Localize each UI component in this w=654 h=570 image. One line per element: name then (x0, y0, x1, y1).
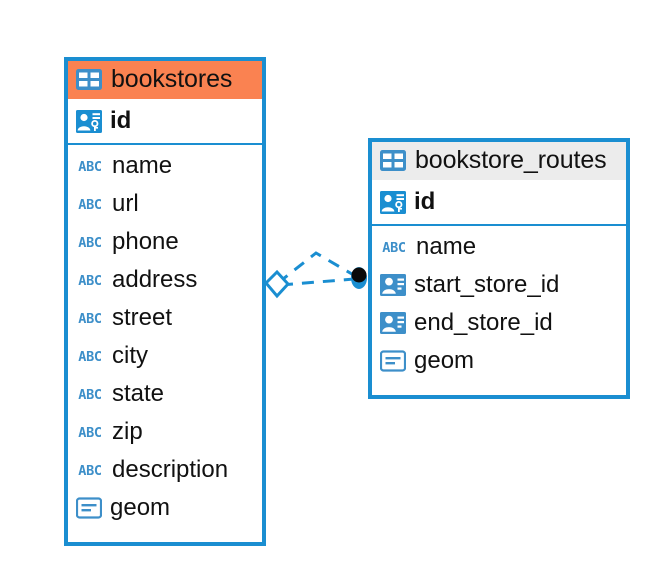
field-row-id[interactable]: id (68, 99, 262, 143)
text-field-icon: ABC (78, 272, 102, 289)
field-row-url[interactable]: ABC url (68, 185, 262, 223)
primary-key-icon (76, 109, 102, 134)
field-row-geom[interactable]: geom (372, 342, 626, 380)
field-row-address[interactable]: ABC address (68, 261, 262, 299)
field-label: id (110, 107, 132, 134)
field-row-geom[interactable]: geom (68, 489, 262, 527)
field-row-end-store-id[interactable]: end_store_id (372, 304, 626, 342)
field-row-zip[interactable]: ABC zip (68, 413, 262, 451)
entity-table-bookstore-routes[interactable]: bookstore_routes id (368, 138, 630, 399)
entity-header-bookstore-routes[interactable]: bookstore_routes (372, 142, 626, 180)
relationship-line-lower[interactable] (280, 277, 355, 287)
field-row-city[interactable]: ABC city (68, 337, 262, 375)
field-row-street[interactable]: ABC street (68, 299, 262, 337)
primary-key-section-bookstore-routes: id (372, 180, 626, 226)
field-label: end_store_id (414, 309, 553, 336)
field-row-name[interactable]: ABC name (68, 147, 262, 185)
field-label: geom (414, 347, 475, 374)
field-label: geom (110, 494, 171, 521)
primary-key-icon (380, 190, 406, 215)
field-label: address (112, 266, 198, 293)
foreign-key-icon (380, 273, 406, 297)
text-field-icon: ABC (78, 424, 102, 441)
foreign-key-icon (380, 311, 406, 335)
field-row-start-store-id[interactable]: start_store_id (372, 266, 626, 304)
entity-name-label: bookstore_routes (415, 146, 607, 174)
entity-table-bookstores[interactable]: bookstores id (64, 57, 266, 546)
field-label: description (112, 456, 229, 483)
text-field-icon: ABC (382, 239, 406, 256)
dot-endpoint-icon[interactable] (351, 267, 367, 289)
text-field-icon: ABC (78, 234, 102, 251)
field-label: phone (112, 228, 179, 255)
field-label: url (112, 190, 139, 217)
table-icon (380, 150, 406, 171)
relationship-line-upper[interactable] (277, 251, 358, 285)
field-label: city (112, 342, 148, 369)
field-row-phone[interactable]: ABC phone (68, 223, 262, 261)
text-field-icon: ABC (78, 158, 102, 175)
field-row-id[interactable]: id (372, 180, 626, 224)
primary-key-section-bookstores: id (68, 99, 262, 145)
field-label: start_store_id (414, 271, 560, 298)
field-label: state (112, 380, 165, 407)
field-list-bookstore-routes: ABC name start_store_id (372, 226, 626, 384)
field-label: street (112, 304, 173, 331)
table-icon (76, 69, 102, 90)
entity-header-bookstores[interactable]: bookstores (68, 61, 262, 99)
text-field-icon: ABC (78, 310, 102, 327)
field-label: name (112, 152, 173, 179)
field-row-state[interactable]: ABC state (68, 375, 262, 413)
diamond-endpoint-icon[interactable] (263, 269, 291, 299)
text-field-icon: ABC (78, 348, 102, 365)
geometry-field-icon (76, 497, 102, 519)
text-field-icon: ABC (78, 196, 102, 213)
field-row-description[interactable]: ABC description (68, 451, 262, 489)
text-field-icon: ABC (78, 386, 102, 403)
entity-name-label: bookstores (111, 65, 233, 93)
field-label: id (414, 188, 436, 215)
field-label: name (416, 233, 477, 260)
field-list-bookstores: ABC name ABC url ABC phone ABC address A… (68, 145, 262, 531)
geometry-field-icon (380, 350, 406, 372)
field-row-name[interactable]: ABC name (372, 228, 626, 266)
field-label: zip (112, 418, 143, 445)
text-field-icon: ABC (78, 462, 102, 479)
